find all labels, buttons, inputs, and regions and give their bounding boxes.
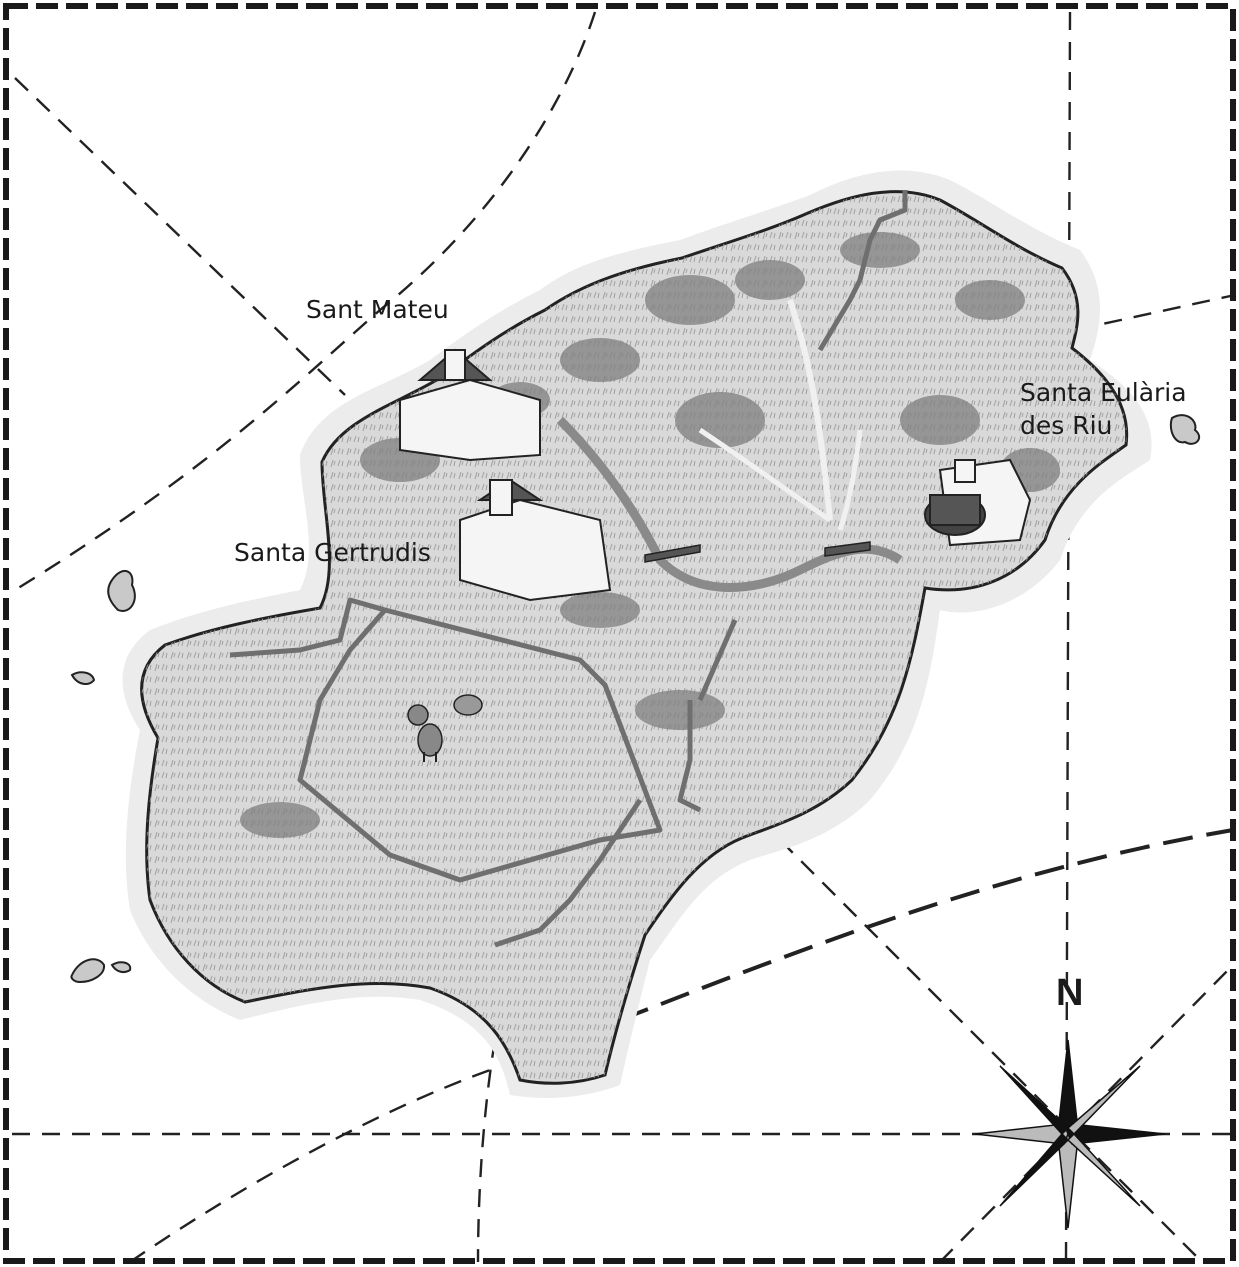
dashed-reference-lines bbox=[12, 11, 1236, 1263]
tree-icon bbox=[900, 395, 980, 445]
dashed-line-compass-ne bbox=[939, 964, 1234, 1263]
islet-west-1 bbox=[107, 570, 136, 612]
islet-sw-2 bbox=[110, 961, 132, 974]
tree-icon bbox=[240, 802, 320, 838]
islet-west-2 bbox=[70, 671, 96, 685]
island-grass-texture bbox=[141, 191, 1127, 1084]
dashed-line-arc-top bbox=[14, 11, 597, 592]
islet-east bbox=[1169, 414, 1201, 445]
tree-icon bbox=[675, 392, 765, 448]
islets bbox=[70, 414, 1201, 984]
dashed-line-east-short bbox=[1074, 293, 1236, 332]
tree-icon bbox=[955, 280, 1025, 320]
dashed-line-sw-diagonal bbox=[129, 1068, 491, 1263]
stream-2 bbox=[698, 427, 832, 523]
bridges bbox=[644, 541, 871, 563]
stream-1 bbox=[787, 299, 833, 521]
goat-icon bbox=[407, 694, 483, 762]
compass-north-label: N bbox=[1056, 972, 1084, 1014]
church-santa-gertrudis bbox=[459, 478, 612, 602]
label-santa-eularia-line1: Santa Eulària bbox=[1020, 378, 1187, 407]
label-santa-gertrudis: Santa Gertrudis bbox=[234, 538, 431, 567]
dashed-line-diagonal-se bbox=[779, 839, 1201, 1261]
label-sant-mateu: Sant Mateu bbox=[306, 295, 449, 324]
tree-icon bbox=[635, 690, 725, 730]
label-santa-eularia-line2: des Riu bbox=[1020, 411, 1113, 440]
tree-icon bbox=[735, 260, 805, 300]
road-west bbox=[229, 597, 386, 658]
tree-icon bbox=[645, 275, 735, 325]
tree-icon bbox=[560, 592, 640, 628]
church-sant-mateu bbox=[399, 348, 541, 462]
bridge-icon bbox=[824, 541, 871, 557]
island bbox=[122, 170, 1152, 1098]
roads bbox=[229, 190, 908, 948]
road-east bbox=[677, 700, 702, 813]
tree-icon bbox=[453, 694, 483, 716]
tower-santa-eularia bbox=[924, 458, 1032, 547]
bridge-icon bbox=[644, 544, 701, 563]
dashed-line-diagonal-nw bbox=[14, 77, 346, 396]
tree-icon bbox=[560, 338, 640, 382]
road-loop bbox=[297, 607, 663, 883]
stream-3 bbox=[837, 429, 863, 531]
compass-rose-icon bbox=[974, 1039, 1166, 1229]
dashed-line-south-vertical bbox=[476, 1039, 497, 1263]
road-north bbox=[817, 190, 908, 352]
dashed-line-thick-south bbox=[619, 828, 1234, 1022]
islet-sw-1 bbox=[70, 958, 106, 984]
tree-icon bbox=[840, 232, 920, 268]
road-northeast bbox=[697, 618, 738, 702]
road-south bbox=[494, 798, 643, 948]
map-border bbox=[3, 3, 1236, 1264]
